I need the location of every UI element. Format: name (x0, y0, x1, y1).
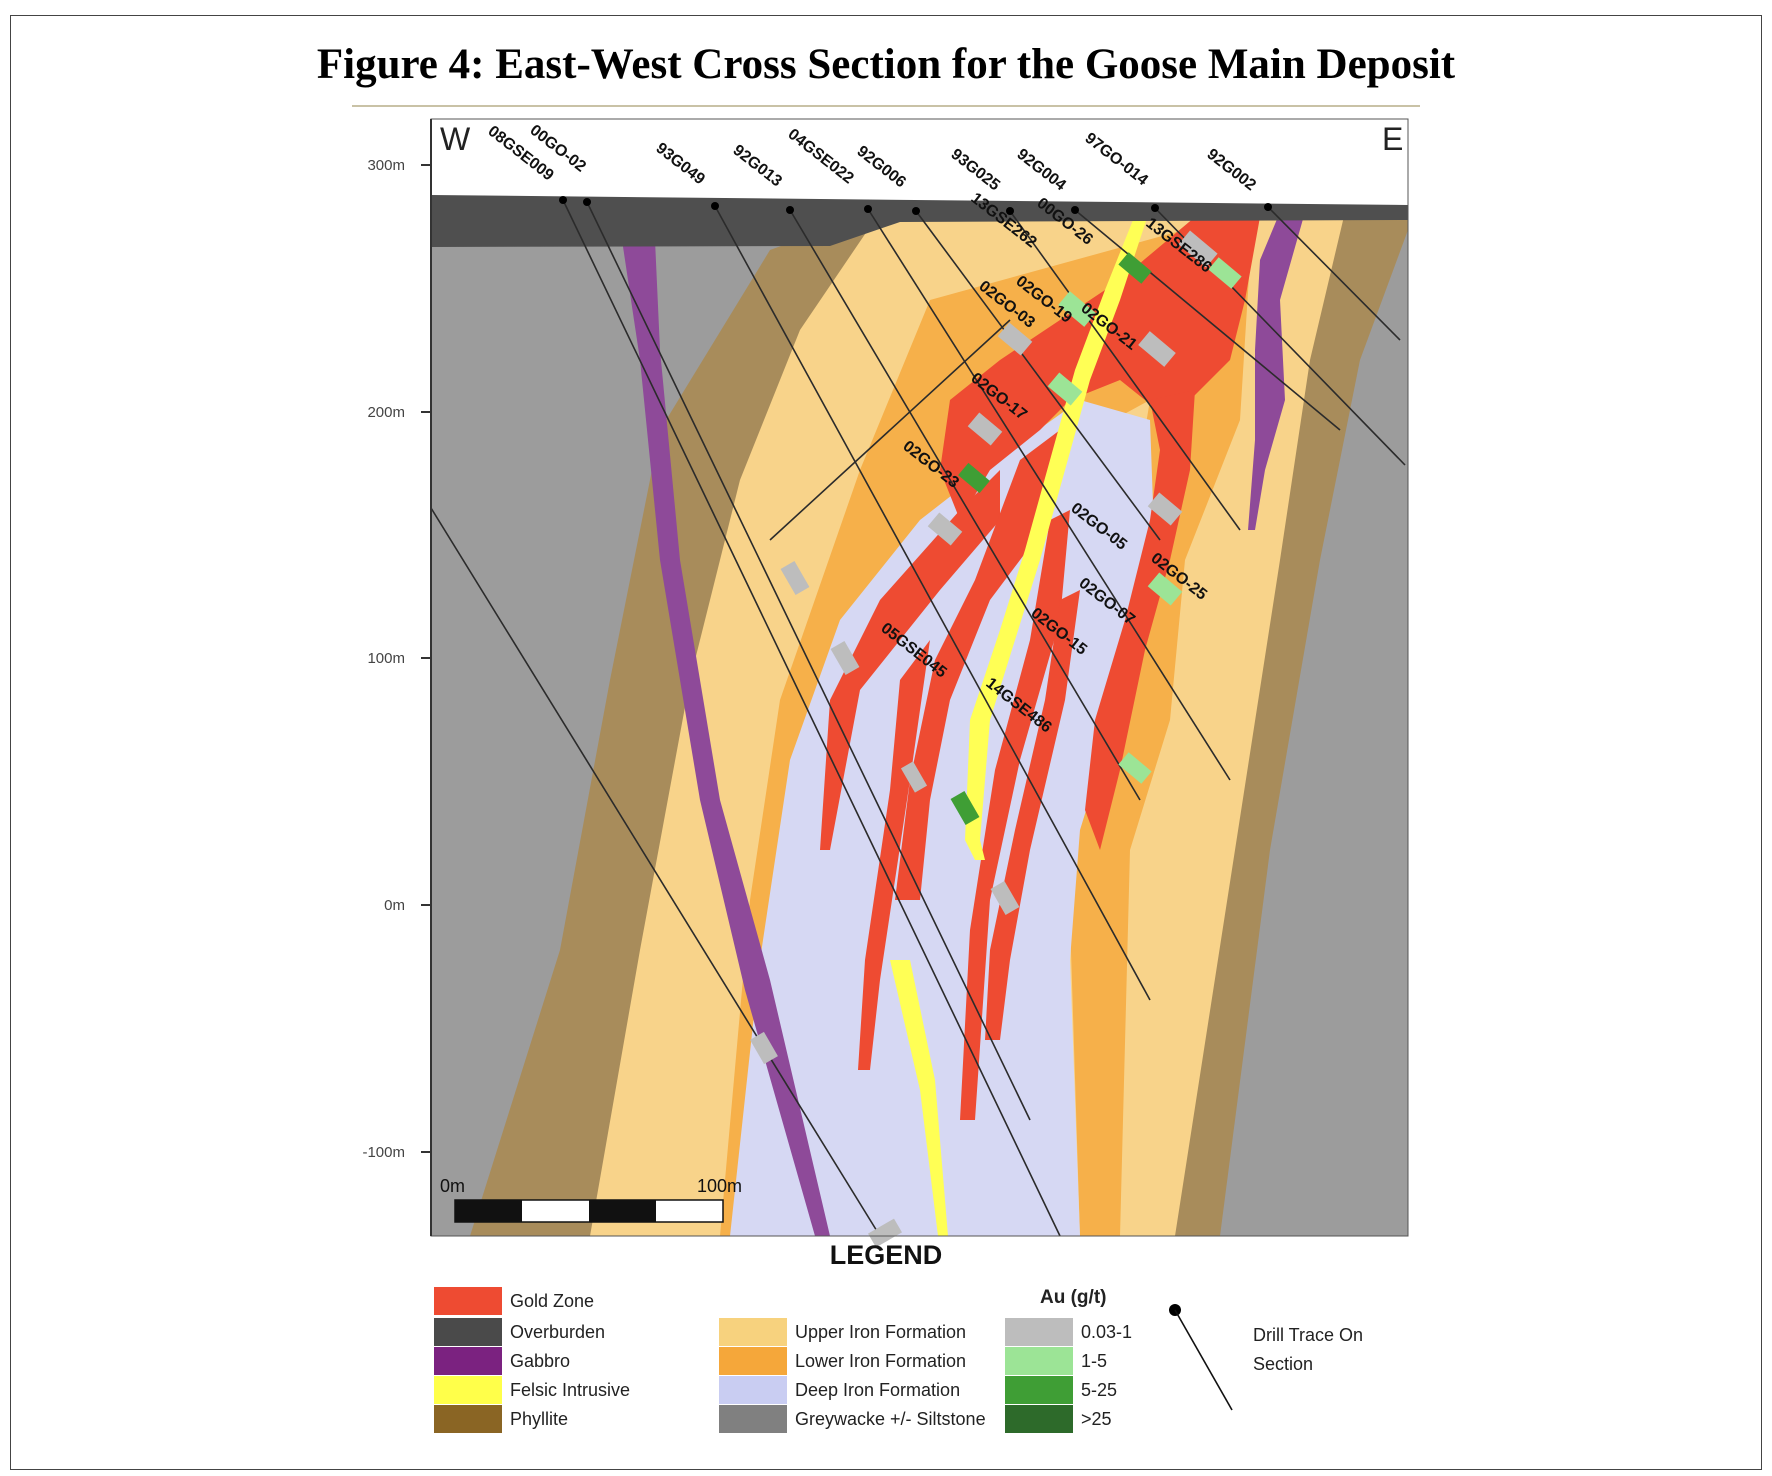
legend-label: Gold Zone (510, 1290, 595, 1311)
figure-title: Figure 4: East-West Cross Section for th… (316, 41, 1456, 88)
au-grade-item: 1-5 (1005, 1346, 1107, 1376)
au-grade-item: >25 (1005, 1404, 1112, 1434)
legend-title: LEGEND (829, 1240, 943, 1270)
scale-bar: 0m 100m (440, 1176, 742, 1223)
legend-label: Deep Iron Formation (795, 1379, 961, 1400)
legend-label: Gabbro (510, 1350, 571, 1371)
gabbro-east (1248, 212, 1305, 530)
legend-swatch (434, 1376, 502, 1404)
legend-item: Felsic Intrusive (434, 1375, 630, 1405)
au-grade-swatch (1005, 1347, 1073, 1375)
au-legend-title: Au (g/t) (1040, 1287, 1107, 1308)
overburden (431, 195, 1408, 247)
au-grade-label: >25 (1081, 1408, 1112, 1429)
tick-200m: 200m (367, 404, 405, 421)
scale-end-label: 100m (697, 1176, 742, 1196)
west-label: W (440, 121, 471, 157)
elevation-tick-marks (421, 164, 431, 1153)
tick-minus-100m: -100m (362, 1144, 405, 1161)
drill-trace-label-line1: Drill Trace On (1253, 1325, 1364, 1345)
legend-swatch (434, 1347, 502, 1375)
legend-label: Overburden (510, 1321, 606, 1342)
legend-item: Greywacke +/- Siltstone (719, 1404, 986, 1434)
lower-iron-formation (720, 220, 1250, 1236)
drill-traces (430, 199, 1406, 1237)
drill-collars (559, 196, 1272, 215)
legend-item: Overburden (434, 1317, 605, 1347)
legend-swatch (719, 1347, 787, 1375)
legend-item: Phyllite (434, 1404, 568, 1434)
legend-label: Felsic Intrusive (510, 1379, 631, 1400)
gabbro-west (622, 240, 830, 1236)
legend-item: Gabbro (434, 1346, 570, 1376)
tick-0m: 0m (384, 897, 405, 914)
legend-label: Greywacke +/- Siltstone (795, 1408, 986, 1429)
east-label: E (1382, 121, 1403, 157)
legend-swatch (434, 1287, 502, 1315)
legend-swatch (719, 1405, 787, 1433)
tick-100m: 100m (367, 650, 405, 667)
drill-trace-symbol (1169, 1304, 1233, 1411)
au-grade-swatch (1005, 1405, 1073, 1433)
scale-start-label: 0m (440, 1176, 465, 1196)
au-grade-swatch (1005, 1318, 1073, 1346)
legend-swatch (434, 1405, 502, 1433)
legend-swatch (434, 1318, 502, 1346)
assay-intervals (750, 230, 1242, 1248)
legend-label: Lower Iron Formation (795, 1350, 967, 1371)
legend-item: Lower Iron Formation (719, 1346, 966, 1376)
au-grade-label: 1-5 (1081, 1350, 1108, 1371)
legend-label: Upper Iron Formation (795, 1321, 967, 1342)
drill-trace-label-line2: Section (1253, 1354, 1314, 1374)
au-grade-item: 0.03-1 (1005, 1317, 1132, 1347)
tick-300m: 300m (367, 157, 405, 174)
legend-item: Deep Iron Formation (719, 1375, 960, 1405)
geology-layers (431, 119, 1408, 1236)
title-rule (352, 105, 1420, 107)
au-grade-label: 0.03-1 (1081, 1321, 1133, 1342)
au-grade-swatch (1005, 1376, 1073, 1404)
au-grade-item: 5-25 (1005, 1375, 1117, 1405)
legend-label: Phyllite (510, 1408, 569, 1429)
felsic-intrusive (890, 215, 1148, 1236)
gold-zones (820, 217, 1260, 1120)
legend-item: Gold Zone (434, 1286, 594, 1316)
legend-swatch (719, 1318, 787, 1346)
legend-swatch (719, 1376, 787, 1404)
au-grade-label: 5-25 (1081, 1379, 1118, 1400)
legend-item: Upper Iron Formation (719, 1317, 966, 1347)
